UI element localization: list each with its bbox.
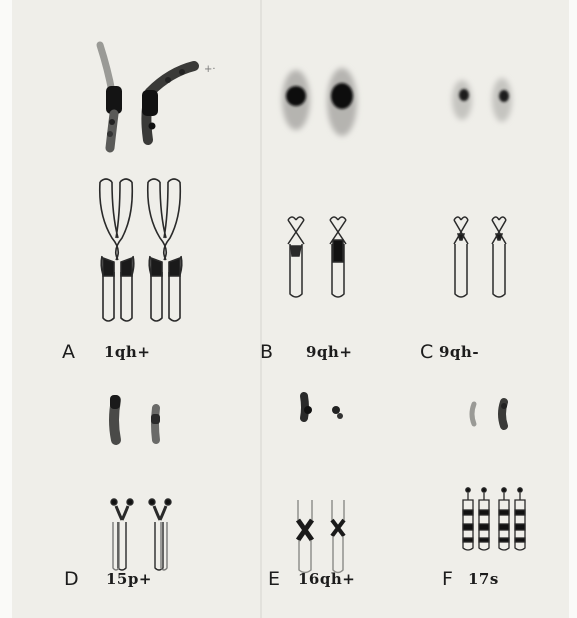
panel-f-photo [472, 402, 507, 426]
panel-f-code: 17s [468, 570, 499, 588]
panel-e-idiogram [298, 500, 344, 573]
panel-f-letter: F [442, 568, 453, 590]
panel-e-code: 16qh+ [298, 570, 355, 588]
panel-b-photo [282, 68, 357, 136]
panel-c-photo [452, 78, 512, 122]
panel-b-letter: B [260, 341, 273, 363]
panel-d-photo [110, 395, 160, 440]
panel-c-letter: C [420, 341, 433, 363]
panel-d-letter: D [64, 568, 79, 590]
panel-d-idiogram [111, 499, 171, 570]
panel-a-photo: +· [100, 45, 216, 148]
panel-a-idiogram [100, 179, 182, 321]
panel-b-idiogram [288, 217, 346, 297]
panel-f-idiogram [463, 488, 525, 550]
panel-a-letter: A [62, 341, 75, 363]
panel-d-code: 15p+ [106, 570, 152, 588]
panel-c-idiogram [454, 217, 506, 297]
panel-b-code: 9qh+ [306, 343, 352, 361]
panel-c-code: 9qh- [439, 343, 479, 361]
svg-text:+·: +· [204, 64, 216, 75]
panel-e-photo [304, 396, 343, 419]
panel-a-code: 1qh+ [104, 343, 150, 361]
panel-e-letter: E [268, 568, 280, 590]
